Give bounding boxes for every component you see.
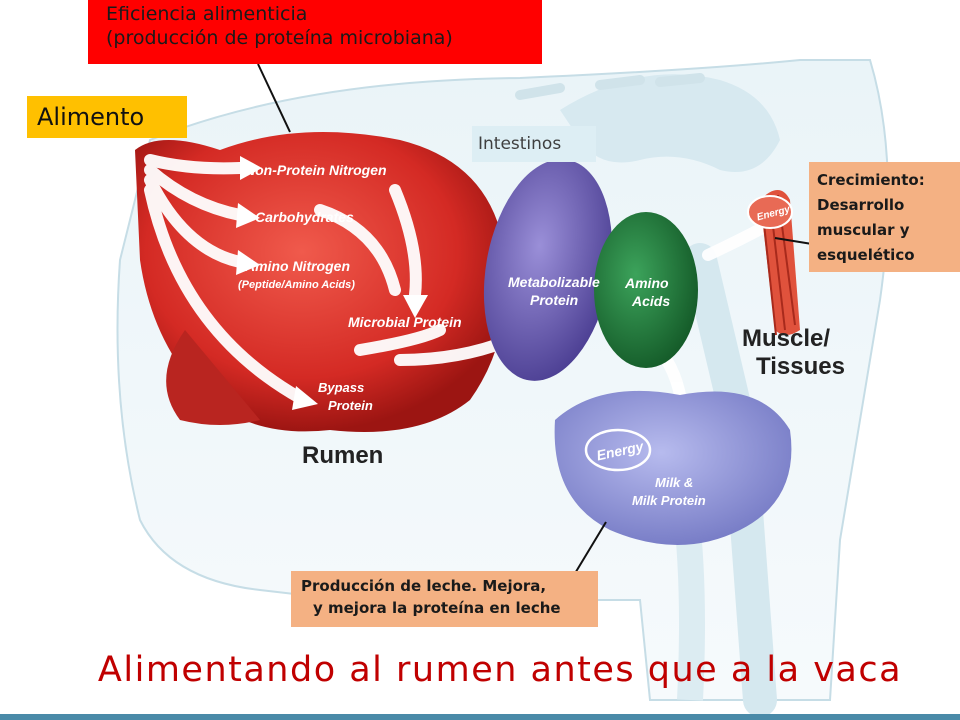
muscle-fibers	[747, 190, 800, 336]
food-callout: Alimento	[27, 96, 187, 138]
rumen-item-peptide-amino-acids: (Peptide/Amino Acids)	[238, 279, 355, 291]
feed-efficiency-line2: (producción de proteína microbiana)	[106, 27, 453, 49]
slide-title: Alimentando al rumen antes que a la vaca	[97, 650, 903, 690]
feed-efficiency-callout: Eficiencia alimenticia (producción de pr…	[88, 0, 542, 64]
metabolizable-protein-line2: Protein	[530, 292, 578, 308]
growth-line2: Desarrollo	[817, 196, 905, 214]
growth-line1: Crecimiento:	[817, 171, 925, 189]
milk-protein-line1: Milk &	[655, 475, 693, 490]
muscle-tissues-line1: Muscle/	[742, 325, 830, 352]
milk-protein-line2: Milk Protein	[632, 493, 706, 508]
metabolizable-protein-line1: Metabolizable	[508, 274, 600, 290]
energy-badge-udder	[584, 428, 652, 472]
rumen-item-non-protein-nitrogen: Non-Protein Nitrogen	[245, 162, 387, 178]
growth-line3: muscular y	[817, 221, 910, 239]
milk-callout-line1: Producción de leche. Mejora,	[301, 577, 547, 595]
rumen-title: Rumen	[302, 442, 383, 469]
milk-production-callout: Producción de leche. Mejora, y mejora la…	[291, 571, 598, 627]
intestine-organ	[483, 159, 613, 381]
growth-line4: esquelético	[817, 246, 915, 264]
intestines-callout: Intestinos	[472, 126, 596, 162]
bottom-strip	[0, 714, 960, 720]
amino-acids-organ	[594, 212, 698, 368]
growth-callout: Crecimiento: Desarrollo muscular y esque…	[809, 162, 960, 272]
muscle-tissues-line2: Tissues	[756, 353, 845, 380]
milk-callout-line2: y mejora la proteína en leche	[313, 599, 561, 617]
rumen-item-bypass: Bypass	[318, 380, 364, 395]
amino-acids-line1: Amino	[624, 275, 669, 291]
amino-acids-line2: Acids	[631, 293, 670, 309]
rumen-item-protein: Protein	[328, 398, 373, 413]
callout-connectors	[257, 63, 813, 576]
feed-efficiency-line1: Eficiencia alimenticia	[106, 3, 308, 25]
rumen-item-amino-nitrogen: Amino Nitrogen	[244, 258, 350, 274]
rumen-item-microbial-protein: Microbial Protein	[348, 314, 462, 330]
rumen-item-carbohydrates: Carbohydrates	[255, 209, 354, 225]
